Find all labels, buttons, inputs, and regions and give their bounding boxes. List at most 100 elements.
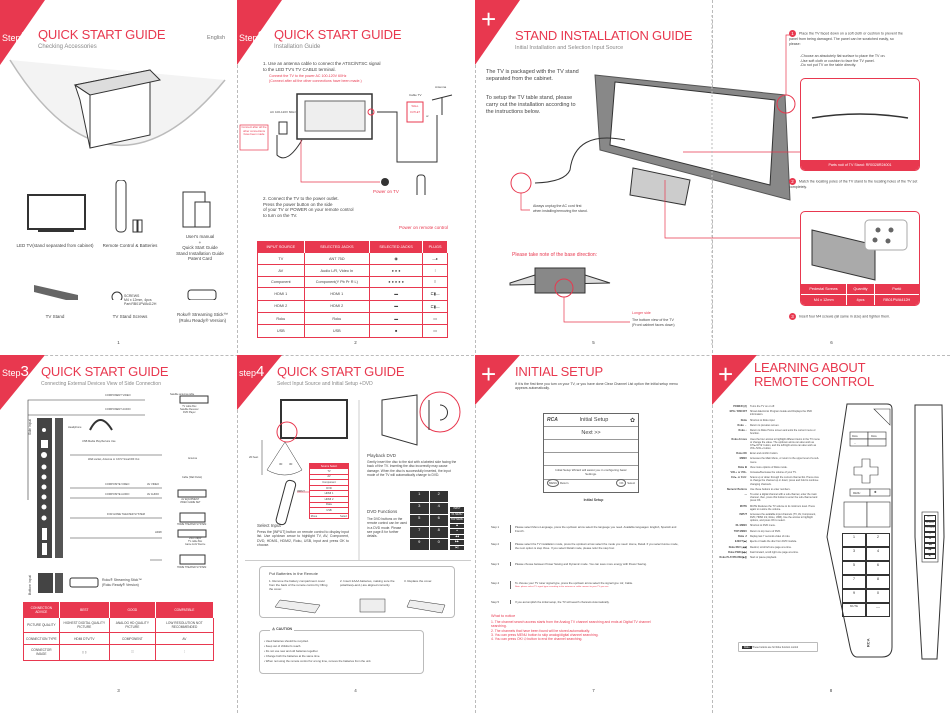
key-1: 1 bbox=[842, 533, 866, 547]
key-description: Shortcut to Roku input bbox=[750, 418, 775, 422]
step-text: Place the TV faced down on a soft cloth … bbox=[789, 31, 903, 46]
menu-item-component[interactable]: Component bbox=[310, 480, 348, 486]
key-name: EPG / DISC/DT bbox=[729, 410, 747, 414]
item-roku-stick: Roku® Streaming Stick™ (Roku Ready® Vers… bbox=[176, 312, 229, 323]
cell: USB bbox=[257, 324, 305, 338]
menu-item-tv[interactable]: TV bbox=[310, 469, 348, 475]
side-key-dl-menu: DL MENU bbox=[924, 520, 936, 526]
page-number: 8 bbox=[829, 688, 833, 693]
side-key-replay: ↺ bbox=[924, 531, 936, 537]
step-label: Step bbox=[2, 368, 21, 378]
return-label: Return bbox=[560, 481, 569, 485]
caution-item: • When not using the remote control for … bbox=[264, 659, 372, 663]
roku-badge-icon: Roku bbox=[742, 646, 752, 649]
page-number: 6 bbox=[830, 340, 833, 345]
next-button[interactable]: Next >> bbox=[544, 427, 638, 440]
menu-item-hdmi1[interactable]: HDMI 1 bbox=[310, 491, 348, 497]
key-name: Roku ⌂ bbox=[738, 429, 747, 433]
key-7: 7 bbox=[410, 527, 429, 538]
key-6: 6 bbox=[866, 561, 890, 575]
cell: Component bbox=[257, 275, 305, 289]
key-rewind: ◀◀ bbox=[450, 534, 464, 539]
cell: LOW RESOLUTION NOT RECOMMENDED bbox=[154, 616, 215, 634]
page-title: INITIAL SETUP bbox=[515, 364, 603, 379]
accessories-illustrations bbox=[27, 180, 217, 300]
notice-item: 1. The channel search access starts from… bbox=[491, 620, 651, 629]
remote-key-descriptions: POWER (⏻)Turns the TV on or off.EPG / DI… bbox=[716, 405, 824, 561]
source-select-menu: Source Select TV AV Component DVD HDMI 1… bbox=[309, 463, 349, 520]
cell: HDMI 2 bbox=[257, 299, 305, 313]
cell: COMPONENT bbox=[108, 632, 156, 645]
key-description: To enter a digital channel with a sub-ch… bbox=[750, 493, 818, 503]
menu-item-roku[interactable]: Roku bbox=[310, 503, 348, 509]
plug-icon: ▭ bbox=[422, 311, 448, 326]
menu-item-dvd[interactable]: DVD bbox=[310, 486, 348, 492]
plug-icon: ⫶ bbox=[422, 264, 448, 277]
cell: Roku bbox=[303, 311, 371, 326]
step-text: Please choose between Power Saving and D… bbox=[510, 562, 660, 566]
menu-item-hdmi2[interactable]: HDMI 2 bbox=[310, 497, 348, 503]
cell: ANT 75Ω bbox=[303, 251, 371, 266]
input-illustration bbox=[261, 391, 461, 560]
base-direction-note: Please take note of the base direction: bbox=[512, 252, 598, 258]
step-label: Step 3 bbox=[491, 562, 500, 566]
caution-item: • Do not use new and old batteries toget… bbox=[264, 649, 319, 653]
ok-select-hint: OK Select bbox=[616, 479, 635, 487]
conn-label: COMPOSITE VIDEO bbox=[105, 483, 130, 486]
power-note: Connect the TV to the power AC 100-120V … bbox=[269, 74, 362, 83]
key-name: Roku ↺ bbox=[737, 535, 747, 538]
move-hint: Move bbox=[310, 514, 318, 518]
key-description-row: Roku ⌂Return to Roku Home screen and exi… bbox=[716, 429, 824, 435]
step-label: Step 4 bbox=[491, 581, 500, 585]
conn-label: COMPONENT VIDEO bbox=[105, 394, 131, 397]
cell: 4pcs bbox=[846, 293, 875, 305]
distance-label: 20 feet bbox=[249, 455, 259, 459]
key-description: Fast forward, scroll right one page at a… bbox=[750, 550, 799, 554]
key-name: DL MENU bbox=[735, 524, 747, 528]
step-tab: Step1 bbox=[2, 28, 29, 45]
col-header: SELECTED JACKS bbox=[304, 241, 371, 253]
device-label: AV EQUIPMENT VIDEO GAME SET bbox=[180, 498, 201, 504]
wizard-text: Initial Setup Wizard will assist you in … bbox=[544, 466, 638, 480]
step-tab: Step2 bbox=[239, 28, 266, 45]
roku-note-text: These buttons are for Roku function cont… bbox=[752, 646, 799, 649]
remote-menu-key: MENU bbox=[853, 492, 861, 495]
angle-label: 30 bbox=[289, 462, 293, 466]
cell: PICTURE QUALITY bbox=[23, 616, 60, 634]
rca-logo: RCA bbox=[547, 417, 558, 423]
menu-item-usb[interactable]: USB bbox=[310, 508, 348, 514]
section-corner bbox=[475, 0, 520, 65]
select-label: Select bbox=[627, 481, 635, 485]
menu-button-icon: MENU bbox=[547, 479, 560, 487]
cell: HDMI DTV/TV bbox=[58, 632, 110, 645]
key-description: Replay last 7 seconds video of roku. bbox=[750, 535, 791, 538]
col-header: CONNECTION ADVICE bbox=[23, 602, 60, 618]
connect-after-note: Connect after all the other connections … bbox=[241, 125, 267, 136]
cell: USB bbox=[303, 324, 371, 338]
power-on-tv-label: Power on TV bbox=[373, 189, 399, 194]
screen-footer: MENU Return OK Select bbox=[547, 479, 635, 487]
menu-item-av[interactable]: AV bbox=[310, 475, 348, 481]
plus-icon: + bbox=[718, 359, 734, 389]
page-number: 7 bbox=[592, 688, 595, 693]
key-description: Shortcut to DVD menu. bbox=[750, 524, 776, 528]
step-4-note: Note: please select TV signal type accor… bbox=[515, 586, 609, 588]
battery-step-2: 2. Insert 2AAA batteries, making sure th… bbox=[340, 579, 395, 587]
step-number: 4 bbox=[256, 363, 265, 380]
key-description: Accesses the Main Menu, or return to the… bbox=[750, 457, 820, 464]
step-text: Insert four M4 screws (all same in size)… bbox=[799, 314, 891, 319]
key-3: 3 bbox=[842, 547, 866, 561]
key-description-row: Roku ✱View more options of Roku mode. bbox=[716, 466, 824, 469]
conn-label: USB Media Play/Service Use bbox=[82, 440, 116, 443]
step-label: step bbox=[239, 368, 257, 378]
key-description: Uses the four arrows to highlight differ… bbox=[750, 437, 820, 450]
key-description-row: EJECT(⏏)Ejects or loads the disc from DV… bbox=[716, 540, 824, 543]
